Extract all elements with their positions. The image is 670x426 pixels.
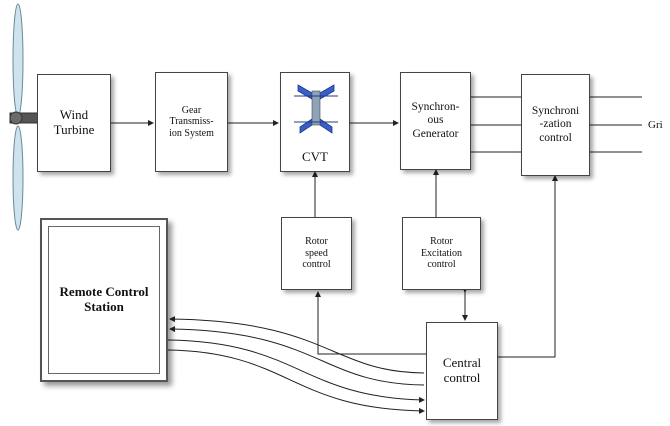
synchronization-control-label: Synchroni -zation control — [531, 105, 580, 144]
link-remote-to-central-2 — [167, 349, 425, 414]
three-phase-lines-gen-sync — [471, 96, 521, 153]
arrow-central-sync-bidirectional — [493, 175, 558, 360]
central-control-label: Central control — [442, 355, 482, 385]
central-control-block: Central control — [426, 322, 498, 420]
rotor-excitation-control-label: Rotor Excitation control — [420, 236, 463, 271]
rotor-speed-control-label: Rotor speed control — [302, 236, 331, 271]
synchronous-generator-block: Synchron- ous Generator — [400, 72, 471, 170]
wind-turbine-block: Wind Turbine — [37, 74, 111, 172]
three-phase-lines-to-grid — [590, 96, 642, 153]
gear-transmission-block: Gear Transmiss- ion System — [155, 72, 228, 172]
synchronous-generator-label: Synchron- ous Generator — [411, 101, 460, 140]
synchronization-control-block: Synchroni -zation control — [521, 74, 590, 176]
link-central-to-remote-1 — [169, 316, 425, 374]
arrow-central-to-speed-control — [315, 291, 426, 355]
link-remote-to-central-1 — [167, 339, 425, 403]
turbine-rotor-icon — [9, 3, 39, 231]
cvt-pulley-icon — [294, 84, 338, 134]
remote-control-station-block: Remote Control Station — [40, 218, 168, 382]
remote-control-station-inner: Remote Control Station — [48, 226, 160, 374]
rotor-excitation-control-block: Rotor Excitation control — [402, 217, 481, 290]
link-central-to-remote-2 — [169, 326, 425, 386]
wind-turbine-label: Wind Turbine — [53, 107, 95, 137]
remote-control-station-label: Remote Control Station — [59, 284, 149, 314]
gear-transmission-label: Gear Transmiss- ion System — [169, 104, 214, 139]
grid-label: Gri — [648, 119, 663, 131]
rotor-speed-control-block: Rotor speed control — [281, 217, 352, 290]
cvt-label: CVT — [302, 149, 328, 164]
cvt-block: CVT — [280, 72, 350, 172]
